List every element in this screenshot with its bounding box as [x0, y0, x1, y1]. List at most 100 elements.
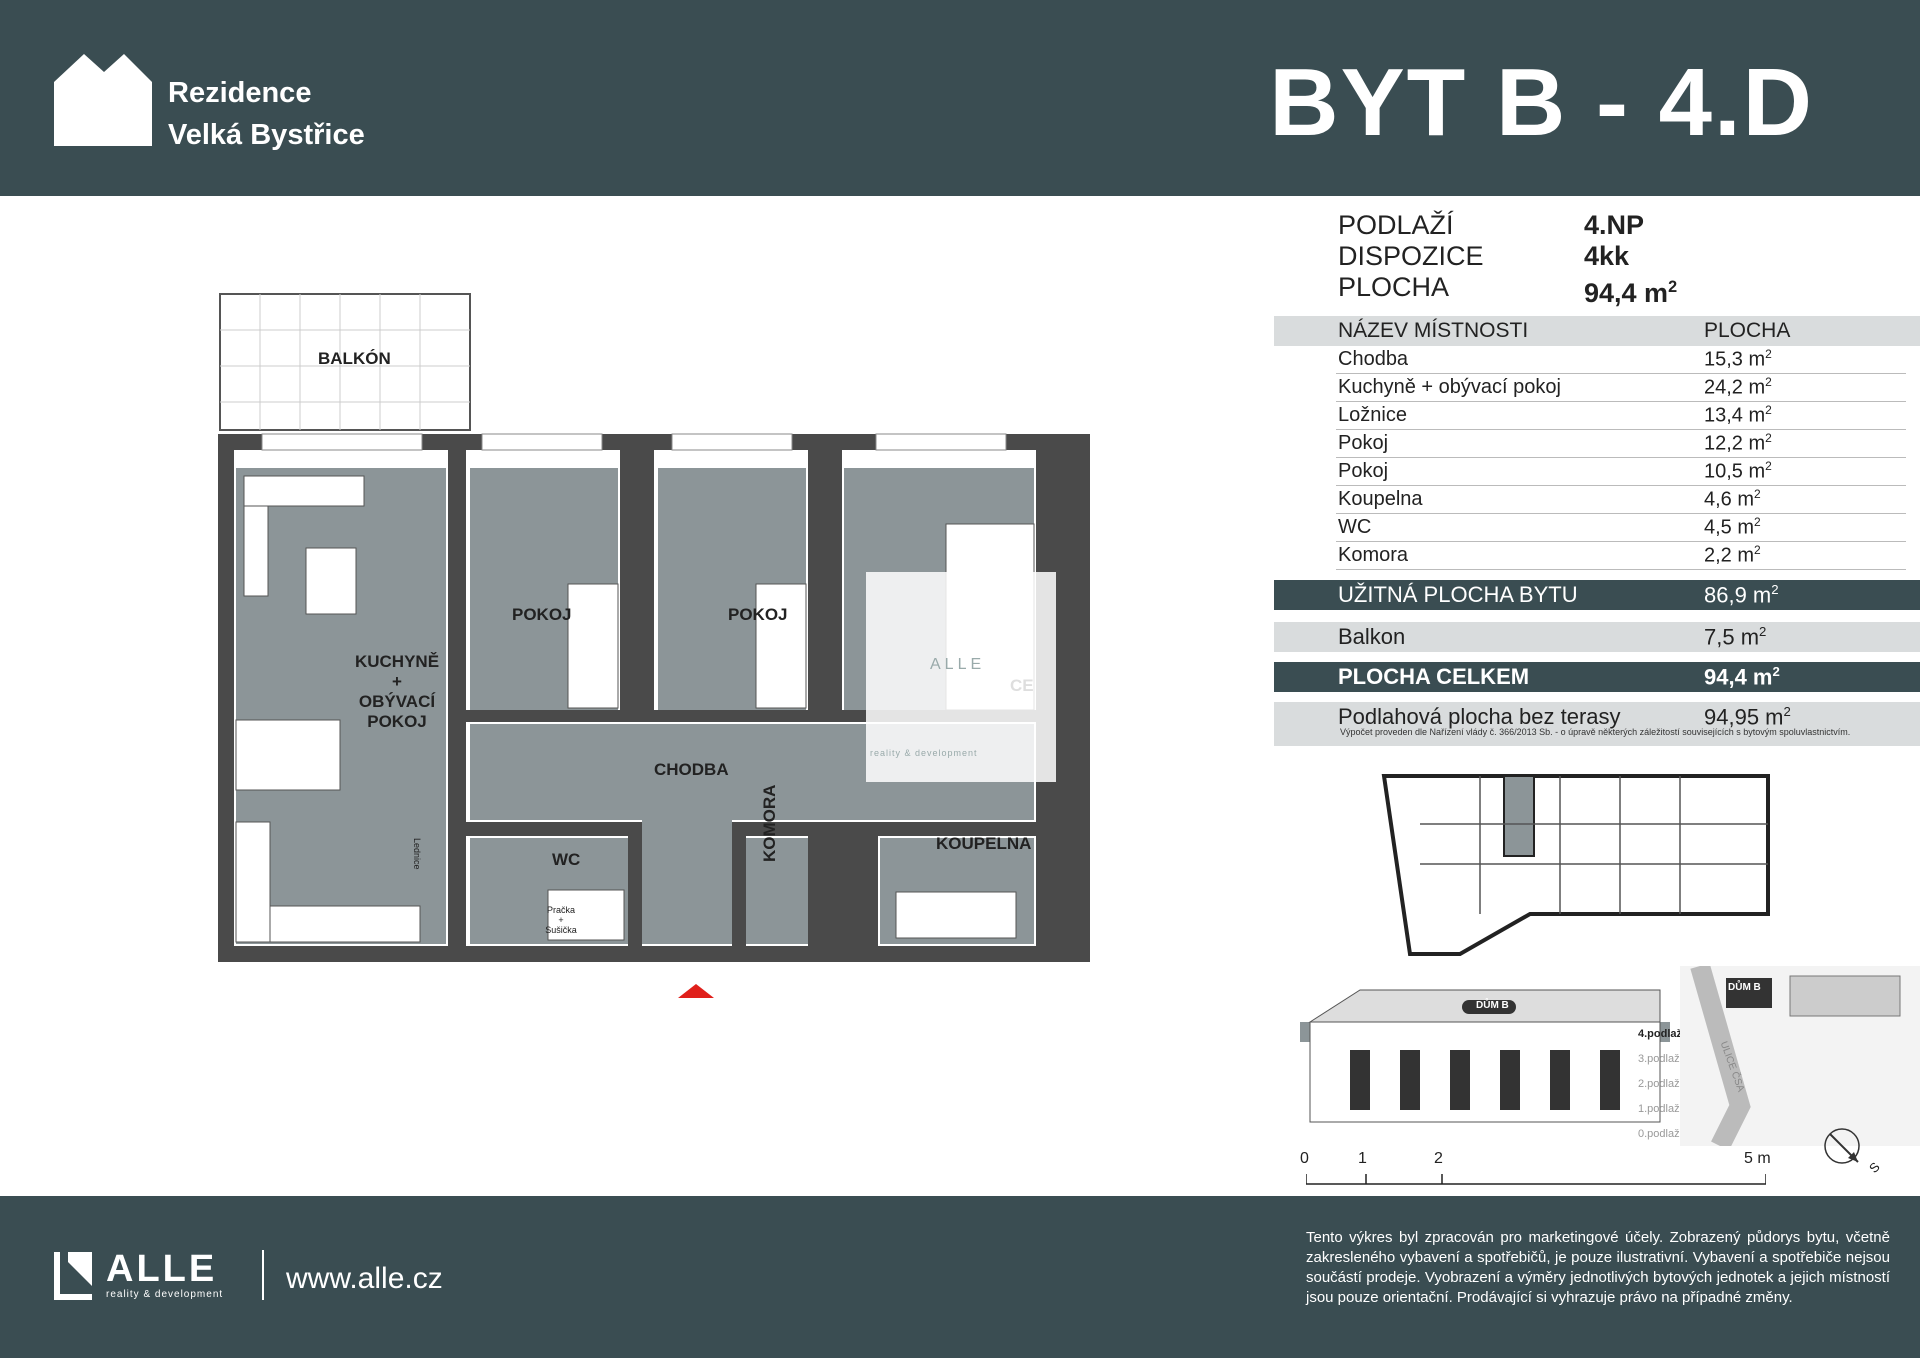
elevation-building-label: DŮM B	[1476, 1000, 1509, 1011]
footer-bar	[0, 1196, 1920, 1358]
room-name: Komora	[1338, 544, 1409, 566]
table-row: Komora 2,2 m2	[1336, 542, 1906, 570]
entry-marker-icon	[678, 984, 714, 998]
balcony-tiles	[220, 294, 470, 430]
room-name: Ložnice	[1338, 404, 1407, 426]
room-area: 4,6 m2	[1704, 487, 1761, 511]
unit-highlight	[1503, 775, 1535, 857]
room-area: 13,4 m2	[1704, 403, 1772, 427]
floor-area-value: 94,95 m	[1704, 704, 1784, 730]
room-area: 2,2 m2	[1704, 543, 1761, 567]
room-name: Chodba	[1338, 348, 1409, 370]
usable-area-value: 86,9 m	[1704, 582, 1772, 608]
alle-logo-icon	[54, 1252, 92, 1300]
site-building-label: DŮM B	[1728, 982, 1761, 993]
building-elevation	[1300, 989, 1670, 1123]
table-row: Koupelna 4,6 m2	[1336, 486, 1906, 514]
floor-label: 2.podlaží	[1638, 1078, 1683, 1090]
room-name: WC	[1338, 516, 1372, 538]
floor-label: 0.podlaží	[1638, 1128, 1683, 1140]
footer-divider	[262, 1250, 264, 1300]
hall-entry	[642, 820, 732, 944]
footer-logo-sub: reality & development	[106, 1289, 224, 1300]
total-area-label: PLOCHA CELKEM	[1338, 664, 1530, 689]
windows	[261, 433, 1007, 451]
brand-line-2: Velká Bystřice	[168, 119, 365, 151]
label-kuchyne-2: +	[392, 672, 402, 691]
footer-url-link[interactable]: www.alle.cz	[286, 1262, 443, 1295]
room-name: Pokoj	[1338, 460, 1389, 482]
total-area-value: 94,4 m	[1704, 664, 1773, 690]
label-wc: WC	[552, 850, 581, 869]
table-row: Kuchyně + obývací pokoj 24,2 m2	[1336, 374, 1906, 402]
watermark: ALLE reality & development	[866, 572, 1056, 782]
label-pokoj-1: POKOJ	[512, 605, 572, 624]
label-pracka-1: Pračka	[546, 905, 575, 915]
label-lednice: Lednice	[412, 838, 422, 870]
layout-label: DISPOZICE	[1338, 241, 1484, 271]
floor-label: 4.podlaží	[1638, 1028, 1686, 1040]
brand-name: Rezidence Velká Bystřice	[168, 72, 365, 156]
room-area: 4,5 m2	[1704, 515, 1761, 539]
scale-1: 1	[1358, 1150, 1367, 1167]
room-name: Kuchyně + obývací pokoj	[1338, 376, 1561, 398]
footer-logo-name: ALLE	[106, 1248, 218, 1290]
table-header: NÁZEV MÍSTNOSTI PLOCHA	[1274, 316, 1920, 346]
table-row: Pokoj 10,5 m2	[1336, 458, 1906, 486]
room-area: 24,2 m2	[1704, 375, 1772, 399]
label-pokoj-2: POKOJ	[728, 605, 788, 624]
room-area: 10,5 m2	[1704, 459, 1772, 483]
floor-key-map	[1381, 774, 1770, 956]
table-row: Ložnice 13,4 m2	[1336, 402, 1906, 430]
brand-line-1: Rezidence	[168, 77, 312, 109]
balcony-label: Balkon	[1338, 624, 1406, 649]
label-kuchyne-4: POKOJ	[367, 712, 427, 731]
label-kuchyne: KUCHYNĚ + OBÝVACÍ POKOJ	[352, 652, 442, 732]
label-balkon: BALKÓN	[318, 349, 391, 368]
house-logo-icon	[54, 54, 152, 146]
area-value: 94,4 m	[1584, 278, 1669, 308]
label-kuchyne-1: KUCHYNĚ	[354, 652, 440, 671]
watermark-sub: reality & development	[870, 748, 978, 758]
unit-sup: 2	[1759, 623, 1767, 639]
compass-icon	[1824, 1128, 1860, 1164]
room-area: 12,2 m2	[1704, 431, 1772, 455]
label-kuchyne-3: OBÝVACÍ	[358, 692, 436, 711]
balcony-value: 7,5 m	[1704, 624, 1760, 650]
unit-title: BYT B - 4.D	[1269, 49, 1814, 156]
room-name: Pokoj	[1338, 432, 1389, 454]
label-pracka: Pračka + Sušička	[544, 905, 578, 935]
scale-2: 2	[1434, 1150, 1443, 1167]
calculation-note: Výpočet proveden dle Nařízení vlády č. 3…	[1340, 727, 1851, 737]
layout-value: 4kk	[1584, 241, 1630, 271]
balcony-area	[219, 293, 471, 431]
unit-sup: 2	[1772, 663, 1780, 679]
room-area: 15,3 m2	[1704, 347, 1772, 371]
footer-disclaimer: Tento výkres byl zpracován pro marketing…	[1306, 1229, 1890, 1306]
site-map	[1680, 966, 1920, 1146]
kitchen-living-room	[236, 468, 446, 944]
scale-5m: 5 m	[1744, 1150, 1771, 1167]
compass-label: S	[1865, 1159, 1883, 1176]
rooms-table: NÁZEV MÍSTNOSTI PLOCHA Chodba 15,3 m2 Kuch…	[1274, 316, 1920, 746]
col-area-header: PLOCHA	[1704, 319, 1791, 342]
floor-label: PODLAŽÍ	[1338, 210, 1454, 240]
label-pracka-2: +	[558, 915, 564, 925]
table-row: Pokoj 12,2 m2	[1336, 430, 1906, 458]
scale-bar-graphic	[1306, 1174, 1766, 1185]
floor-label: 1.podlaží	[1638, 1103, 1683, 1115]
usable-area-label: UŽITNÁ PLOCHA BYTU	[1338, 582, 1578, 607]
label-chodba: CHODBA	[654, 760, 729, 779]
floor-list: 4.podlaží 3.podlaží 2.podlaží 1.podlaží 0.po…	[1638, 1022, 1685, 1147]
label-koupelna: KOUPELNA	[936, 834, 1032, 853]
header-bar	[0, 0, 1920, 196]
floor-label: 3.podlaží	[1638, 1053, 1683, 1065]
room-name: Koupelna	[1338, 488, 1423, 510]
table-row: Chodba 15,3 m2	[1336, 346, 1906, 374]
table-row: WC 4,5 m2	[1336, 514, 1906, 542]
col-name-header: NÁZEV MÍSTNOSTI	[1338, 319, 1529, 342]
room-komora	[746, 838, 808, 944]
